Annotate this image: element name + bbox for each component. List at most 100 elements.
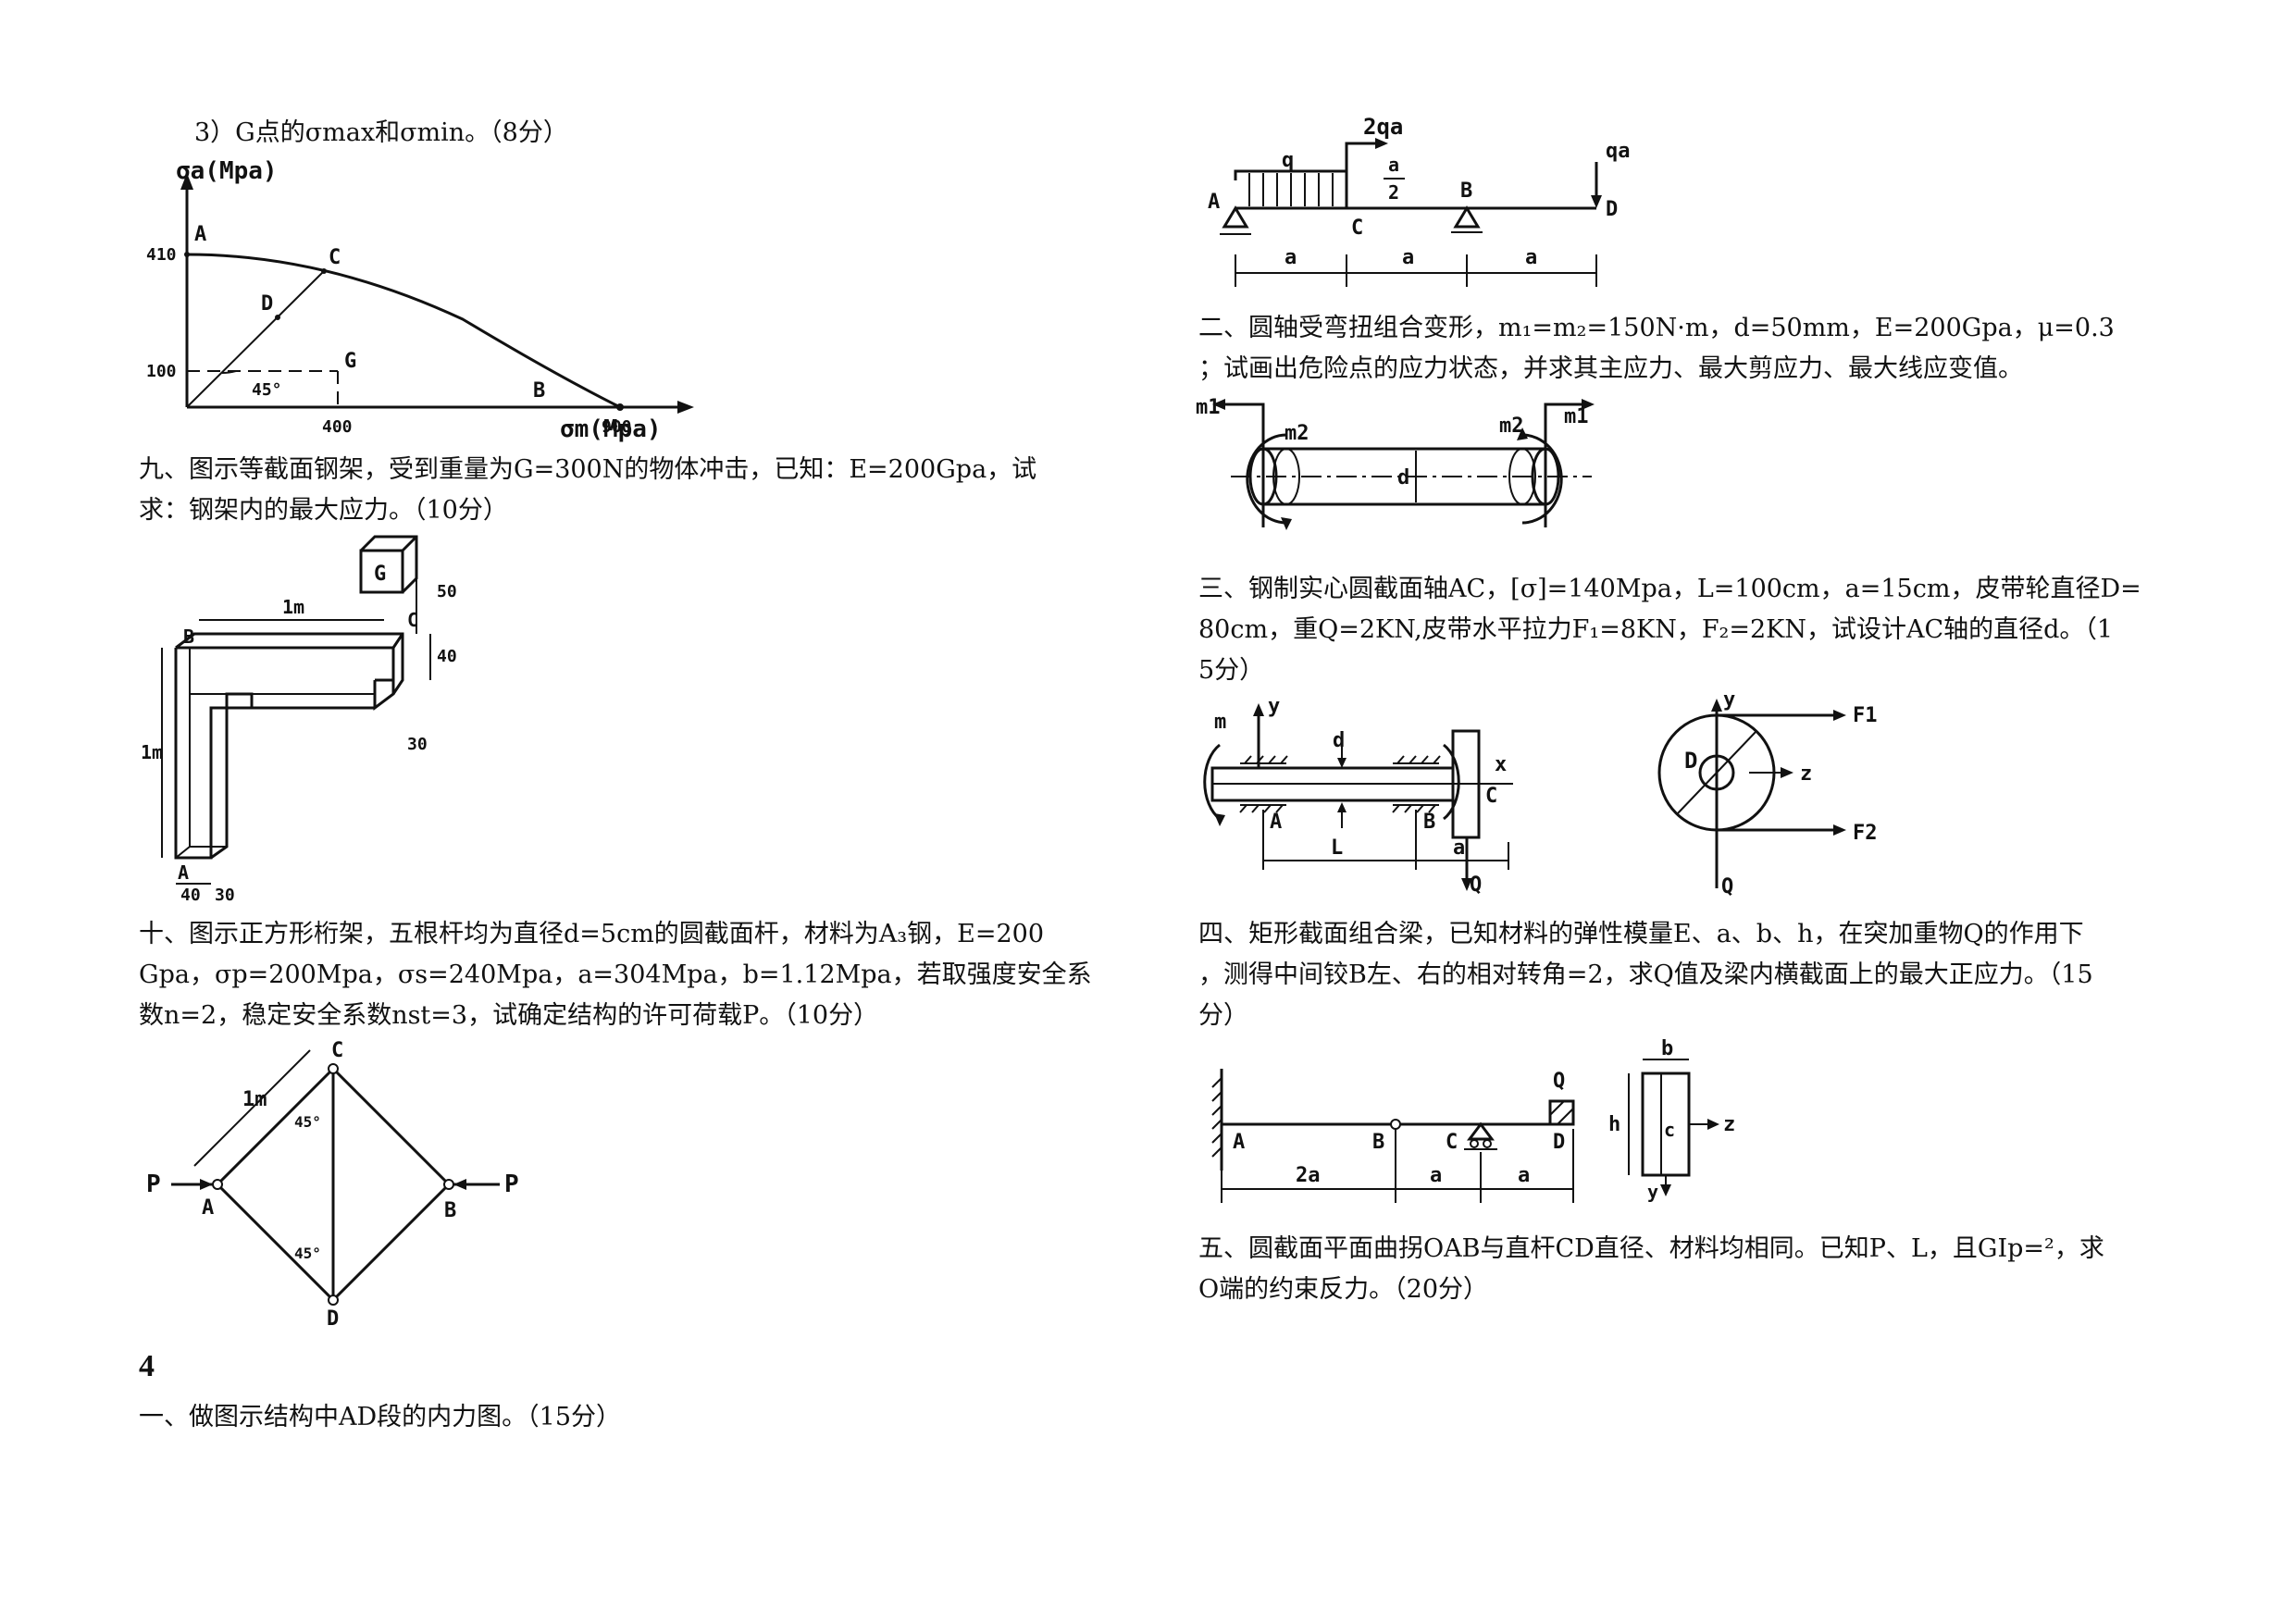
composite-beam-figure: Q A B C D 2a a a b h c z y — [1211, 1037, 1735, 1203]
point-C: C — [329, 246, 341, 269]
point-B: B — [444, 1199, 456, 1222]
section-y: y — [1647, 1181, 1658, 1203]
section-c: c — [1664, 1119, 1675, 1141]
point-D: D — [1606, 198, 1618, 221]
q4-line2: ，测得中间铰B左、右的相对转角=2，求Q值及梁内横截面上的最大正应力。（15 — [1198, 960, 2093, 989]
angle-45-bottom: 45° — [294, 1245, 321, 1262]
dim-a-2: a — [1518, 1164, 1530, 1187]
label-C: C — [1485, 785, 1497, 808]
label-Q-pulley: Q — [1721, 875, 1733, 898]
frac-2: 2 — [1388, 181, 1399, 204]
weight-label: G — [374, 563, 386, 586]
label-a: a — [1453, 836, 1465, 860]
label-A: A — [1233, 1131, 1245, 1154]
dim-30-bottom: 30 — [215, 886, 235, 905]
section-b: b — [1661, 1037, 1673, 1060]
point-C: C — [331, 1039, 343, 1062]
q3-line3: 5分） — [1198, 656, 1265, 685]
label-F2: F2 — [1853, 822, 1878, 845]
q10-line2: Gpa，σp=200Mpa，σs=240Mpa，a=304Mpa，b=1.12M… — [139, 960, 1092, 989]
label-Q: Q — [1553, 1070, 1565, 1093]
label-m: m — [1214, 711, 1226, 734]
q3-line2: 80cm，重Q=2KN,皮带水平拉力F₁=8KN，F₂=2KN，试设计AC轴的直… — [1198, 615, 2114, 644]
q10-line3: 数n=2，稳定安全系数nst=3，试确定结构的许可荷载P。（10分） — [139, 1001, 879, 1030]
dim-a-1: a — [1430, 1164, 1442, 1187]
label-m1-right: m1 — [1564, 405, 1589, 428]
label-y: y — [1268, 695, 1280, 718]
load-q: q — [1282, 149, 1294, 172]
q9-line1: 九、图示等截面钢架，受到重量为G=300N的物体冲击，已知：E=200Gpa，试 — [139, 455, 1037, 484]
dim-40-bottom: 40 — [180, 886, 201, 905]
shaft-figure: m1 m2 d m2 m1 — [1196, 396, 1595, 530]
dim-50: 50 — [437, 582, 457, 601]
point-B: B — [533, 379, 545, 403]
label-z: z — [1800, 762, 1812, 786]
beam-figure-1: q 2qa qa a 2 A C B D a a a — [1208, 114, 1631, 287]
length-1m: 1m — [242, 1088, 267, 1111]
point-C: C — [407, 609, 418, 631]
tick-100: 100 — [146, 362, 177, 381]
section-number: 4 — [139, 1349, 155, 1383]
dim-30-right: 30 — [407, 735, 428, 754]
q2-line1: 二、圆轴受弯扭组合变形，m₁=m₂=150N·m，d=50mm，E=200Gpa… — [1198, 314, 2115, 342]
q5-line2: O端的约束反力。（20分） — [1198, 1275, 1488, 1304]
tick-400: 400 — [322, 417, 353, 437]
angle-45: 45° — [252, 380, 282, 400]
label-Q-shaft: Q — [1470, 873, 1482, 897]
axis-label-x: σm(Mpa) — [560, 415, 662, 443]
label-m1-left: m1 — [1196, 396, 1221, 419]
haigh-diagram: σa(Mpa) σm(Mpa) 410 100 400 900 A C D G … — [146, 157, 694, 443]
point-B: B — [183, 626, 194, 648]
pulley-shaft-figure: m y d x A B C L a Q y D z F1 F2 Q — [1203, 688, 1878, 898]
dim-a-3: a — [1525, 246, 1537, 269]
load-2qa: 2qa — [1363, 114, 1403, 140]
label-m2-left: m2 — [1285, 422, 1309, 445]
dim-2a: 2a — [1296, 1164, 1321, 1187]
dim-1m-left: 1m — [141, 741, 163, 763]
axis-label-y: σa(Mpa) — [176, 157, 278, 185]
q5-line1: 五、圆截面平面曲拐OAB与直杆CD直径、材料均相同。已知P、L，且GIp=²，求 — [1198, 1234, 2104, 1263]
q2-line2: ；试画出危险点的应力状态，并求其主应力、最大剪应力、最大线应变值。 — [1198, 354, 2023, 383]
label-d: d — [1333, 729, 1345, 752]
label-F1: F1 — [1853, 704, 1878, 727]
angle-45-top: 45° — [294, 1113, 321, 1131]
dim-a-1: a — [1285, 246, 1297, 269]
label-d: d — [1397, 466, 1409, 489]
q10-line1: 十、图示正方形桁架，五根杆均为直径d=5cm的圆截面杆，材料为A₃钢，E=200 — [139, 920, 1044, 948]
point-A: A — [178, 861, 189, 884]
dim-1m-top: 1m — [282, 596, 304, 618]
dim-40-right: 40 — [437, 647, 457, 666]
point-D: D — [327, 1307, 339, 1331]
tick-900: 900 — [602, 417, 632, 437]
tick-410: 410 — [146, 245, 177, 265]
label-C: C — [1446, 1131, 1458, 1154]
point-D: D — [261, 292, 273, 316]
label-D: D — [1684, 748, 1697, 774]
dim-a-2: a — [1402, 246, 1414, 269]
point-A: A — [202, 1196, 214, 1220]
label-D: D — [1553, 1131, 1565, 1154]
q4-line1: 四、矩形截面组合梁，已知材料的弹性模量E、a、b、h，在突加重物Q的作用下 — [1198, 920, 2084, 948]
q9-line2: 求：钢架内的最大应力。（10分） — [139, 496, 508, 525]
steel-frame-figure: G 1m 1m 50 40 30 40 30 B C A — [141, 535, 457, 905]
q4-line3: 分） — [1198, 1001, 1248, 1030]
point-A: A — [194, 223, 206, 246]
point-G: G — [344, 350, 356, 373]
frac-a: a — [1388, 154, 1399, 176]
label-m2-right: m2 — [1499, 415, 1524, 438]
label-y-pulley: y — [1723, 688, 1735, 712]
load-P-left: P — [146, 1171, 161, 1198]
label-B: B — [1372, 1131, 1384, 1154]
load-qa: qa — [1606, 140, 1631, 163]
point-C: C — [1351, 217, 1363, 240]
label-A: A — [1270, 811, 1282, 834]
section-z: z — [1723, 1113, 1735, 1136]
point-A: A — [1208, 191, 1220, 214]
square-truss-figure: C A B D P P 1m 45° 45° — [146, 1039, 519, 1331]
label-B: B — [1423, 811, 1435, 834]
q3-line1: 三、钢制实心圆截面轴AC，[σ]=140Mpa，L=100cm，a=15cm，皮… — [1198, 575, 2141, 603]
label-x: x — [1495, 753, 1507, 776]
label-L: L — [1331, 836, 1343, 860]
section-h: h — [1608, 1113, 1620, 1136]
point-B: B — [1460, 180, 1472, 203]
